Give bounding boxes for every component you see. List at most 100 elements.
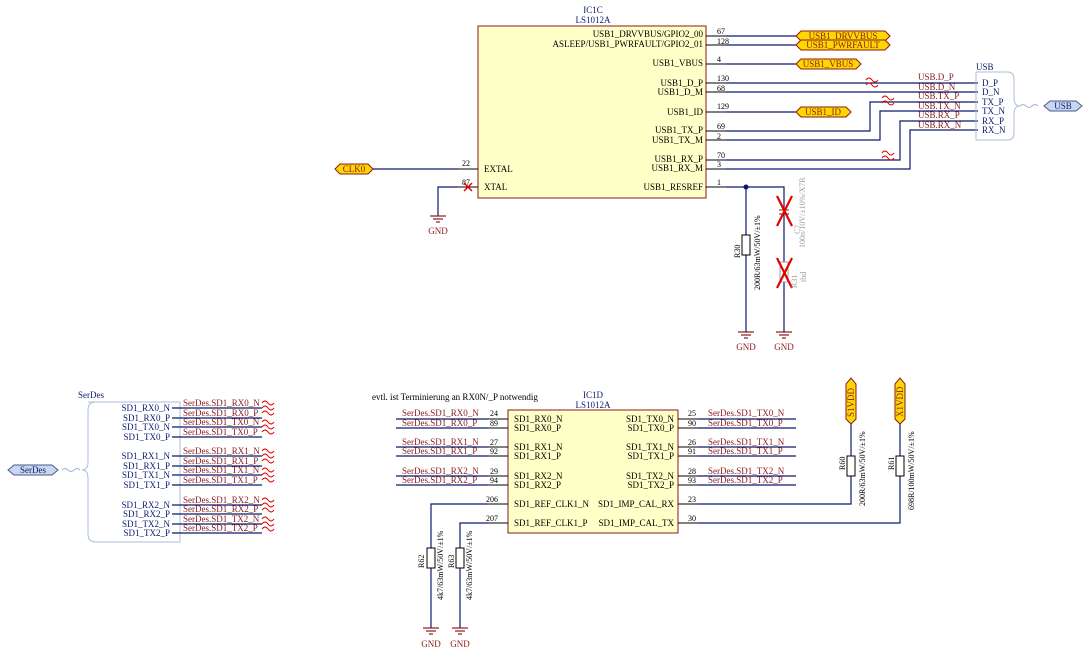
serdes-harness[interactable]: SerDes (61, 390, 181, 543)
pin-number: 94 (490, 476, 498, 485)
ic1c-pin-d-m[interactable]: USB1_D_M 68 (657, 84, 978, 97)
gnd-label: GND (428, 226, 448, 236)
r30-resistor[interactable]: R30 200R/63mW/50V/±1% (733, 215, 762, 290)
pin-name: USB1_D_P (660, 78, 703, 88)
r62-resistor[interactable]: R62 4k7/63mW/50V/±1% (417, 530, 445, 628)
net-label: SerDes.SD1_RX0_P (402, 418, 477, 428)
pin-number: 92 (490, 447, 498, 456)
ic1d-body[interactable] (507, 409, 679, 534)
r63-resistor[interactable]: R63 4k7/63mW/50V/±1% (447, 530, 474, 628)
usb1-id-port[interactable]: USB1_ID (795, 106, 852, 118)
net-usb-rx-p: USB.RX_P (918, 110, 960, 120)
ic1c-pin-resref[interactable]: USB1_RESREF 1 (643, 178, 785, 325)
ic1d-left-pins[interactable]: SD1_RX0_N SD1_RX0_P SD1_RX1_N SD1_RX1_P … (396, 409, 590, 548)
pin-number: 28 (688, 467, 696, 476)
ic1c-pin-xtal[interactable]: XTAL 87 (437, 178, 507, 216)
pin-number: 24 (490, 409, 498, 418)
termination-note: evtl. ist Terminierung an RX0N/_P notwen… (372, 392, 538, 402)
net-label: SerDes.SD1_RX0_N (402, 408, 479, 418)
harness-pin: SD1_RX2_N (121, 500, 170, 510)
value-label: 100n/10V/±10%/X7R (798, 177, 807, 248)
r-dnp-resistor[interactable]: R31 tbd (776, 257, 808, 289)
gnd-symbol-r30: GND (736, 325, 756, 352)
pin-name: SD1_RX2_N (514, 471, 563, 481)
net-usb-tx-n: USB.TX_N (918, 101, 961, 111)
x1vdd-power-port[interactable]: X1VDD (894, 377, 906, 456)
net-usb-d-p: USB.D_P (918, 72, 954, 82)
pin-number: 3 (717, 160, 721, 169)
net-label: SerDes.SD1_TX1_P (183, 475, 258, 485)
value-label: tbd (799, 272, 808, 282)
pin-name: SD1_REF_CLK1_N (514, 499, 590, 509)
pin-name: SD1_TX0_N (626, 414, 675, 424)
net-label: SerDes.SD1_RX0_P (183, 408, 258, 418)
ic1d-part: LS1012A (575, 400, 611, 410)
net-label: SerDes.SD1_RX1_P (402, 446, 477, 456)
serdes-port[interactable]: SerDes (7, 464, 59, 476)
usb-harness[interactable]: USB D_P D_N TX_P TX_N RX_P RX_N (975, 62, 1039, 141)
pin-name: USB1_ID (667, 107, 704, 117)
serdes-harness-title: SerDes (78, 390, 104, 400)
junction-dot (743, 184, 749, 190)
ic1c-pin-tx-p[interactable]: USB1_TX_P 69 (655, 101, 978, 135)
ic1c-pin-rx-p[interactable]: USB1_RX_P 70 (654, 120, 978, 164)
gnd-label: GND (736, 342, 756, 352)
pin-name: SD1_TX0_P (627, 423, 674, 433)
pin-number: 128 (717, 37, 729, 46)
harness-pin: SD1_TX2_P (123, 528, 170, 538)
diff-pair-marks-serdes (261, 400, 275, 532)
ic1c-pin-d-p[interactable]: USB1_D_P 130 (660, 74, 978, 88)
harness-pin: SD1_RX2_P (123, 509, 170, 519)
net-label: SerDes.SD1_RX2_P (402, 475, 477, 485)
ic1c-pin-drvvbus[interactable]: USB1_DRVVBUS/GPIO2_00 67 (593, 27, 796, 39)
clk0-port[interactable]: CLK0 (334, 163, 374, 175)
pin-name: SD1_RX0_N (514, 414, 563, 424)
harness-pin: SD1_RX1_N (121, 451, 170, 461)
net-usb-rx-n: USB.RX_N (918, 120, 962, 130)
pin-name: USB1_TX_P (655, 125, 703, 135)
ic1c-pin-extal[interactable]: EXTAL 22 (372, 159, 513, 174)
ic1d-designator: IC1D (583, 390, 604, 400)
ic1c-pin-id[interactable]: USB1_ID 129 (667, 102, 796, 117)
net-label: SerDes.SD1_TX2_P (183, 523, 258, 533)
port-label: S1VDD (846, 387, 856, 417)
usb1-vbus-port[interactable]: USB1_VBUS (795, 58, 862, 70)
pin-number: 30 (688, 514, 696, 523)
net-label: SerDes.SD1_TX0_P (183, 427, 258, 437)
net-label: SerDes.SD1_TX0_N (183, 417, 260, 427)
ic1c-pin-pwrfault[interactable]: ASLEEP/USB1_PWRFAULT/GPIO2_01 128 (552, 37, 796, 49)
gnd-label: GND (774, 342, 794, 352)
c-dnp-capacitor[interactable]: C? 100n/10V/±10%/X7R (776, 177, 807, 248)
pin-name: USB1_DRVVBUS/GPIO2_00 (593, 29, 704, 39)
pin-number: 89 (490, 419, 498, 428)
harness-pin: SD1_TX0_N (122, 422, 171, 432)
s1vdd-power-port[interactable]: S1VDD (845, 377, 857, 456)
pin-number: 93 (688, 476, 696, 485)
ic1c-pin-tx-m[interactable]: USB1_TX_M 2 (652, 110, 978, 145)
net-label: SerDes.SD1_RX2_N (402, 466, 479, 476)
r60-resistor[interactable]: R60 200R/63mW/50V/±1% (838, 431, 867, 506)
usb-port[interactable]: USB (1043, 100, 1083, 112)
net-label: SerDes.SD1_TX1_N (183, 465, 260, 475)
port-label: SerDes (20, 465, 46, 475)
pin-number: 67 (717, 27, 725, 36)
pin-name: USB1_RX_M (651, 163, 703, 173)
net-label: SerDes.SD1_TX1_P (708, 446, 783, 456)
pin-name: USB1_VBUS (652, 58, 703, 68)
usb-harness-title: USB (976, 62, 994, 72)
ic1c-body[interactable] (477, 25, 707, 199)
ic1c-part: LS1012A (575, 15, 611, 25)
ic1c-pin-vbus[interactable]: USB1_VBUS 4 (652, 55, 796, 68)
ic1d-right-pins[interactable]: SD1_TX0_N SD1_TX0_P SD1_TX1_N SD1_TX1_P … (598, 409, 901, 528)
harness-pin: SD1_RX0_P (123, 413, 170, 423)
pin-number: 130 (717, 74, 729, 83)
pin-number: 27 (490, 438, 498, 447)
pin-name: EXTAL (484, 164, 513, 174)
value-label: 4k7/63mW/50V/±1% (465, 530, 474, 600)
r61-resistor[interactable]: R61 698R/100mW/50V/±1% (887, 431, 916, 510)
ic1c-pin-rx-m[interactable]: USB1_RX_M 3 (651, 129, 978, 173)
net-label: SerDes.SD1_RX2_N (183, 495, 260, 505)
usb1-pwrfault-port[interactable]: USB1_PWRFAULT (795, 39, 891, 51)
port-label: CLK0 (343, 164, 366, 174)
